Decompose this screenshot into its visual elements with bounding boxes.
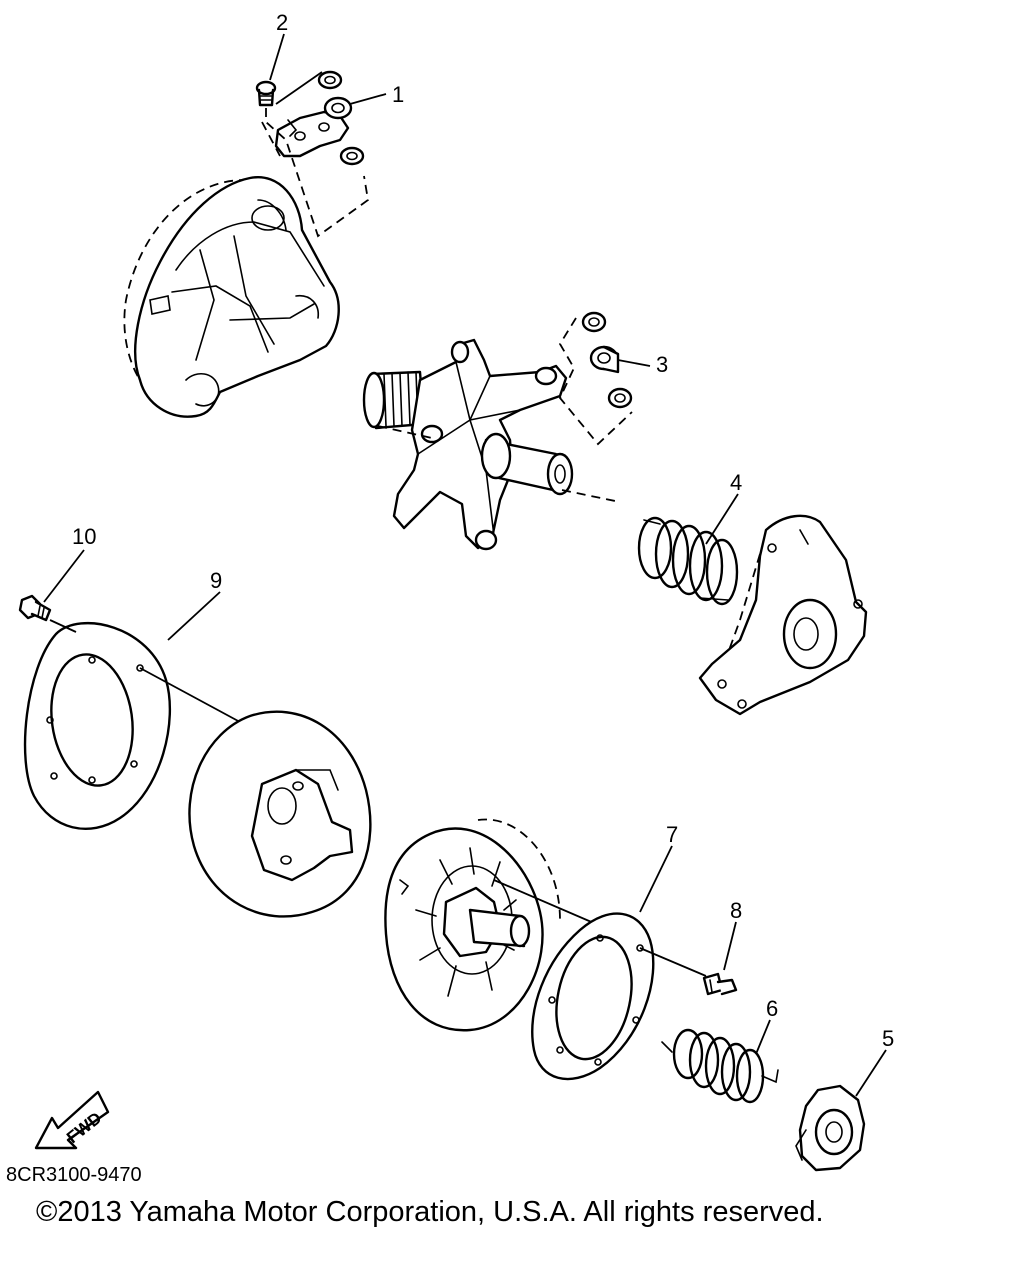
callout-3: 3 bbox=[656, 352, 668, 377]
callout-7: 7 bbox=[666, 822, 678, 847]
spring-part-6 bbox=[661, 1028, 779, 1104]
weight-arm-assembly bbox=[255, 70, 369, 238]
callout-4: 4 bbox=[730, 470, 742, 495]
callout-10: 10 bbox=[72, 524, 96, 549]
sheave-cover bbox=[698, 514, 868, 716]
primary-sheave-housing bbox=[123, 175, 340, 418]
cam-part-5 bbox=[795, 1084, 866, 1172]
callout-2: 2 bbox=[276, 10, 288, 35]
callout-5: 5 bbox=[882, 1026, 894, 1051]
callout-1: 1 bbox=[392, 82, 404, 107]
bolt-part-2 bbox=[255, 80, 277, 107]
callout-6: 6 bbox=[766, 996, 778, 1021]
bushing-set-1 bbox=[317, 70, 365, 166]
face-plate-part-9 bbox=[23, 619, 241, 831]
diagram-code: 8CR3100-9470 bbox=[6, 1164, 142, 1186]
secondary-sheave bbox=[384, 818, 611, 1032]
bolt-part-8 bbox=[702, 972, 738, 996]
callout-labels: 1 2 3 4 5 6 7 8 9 10 bbox=[72, 10, 894, 1051]
weight-arm-part-1 bbox=[274, 110, 350, 158]
callout-9: 9 bbox=[210, 568, 222, 593]
sliding-sheave bbox=[188, 710, 372, 918]
roller-set-part-3 bbox=[558, 311, 633, 446]
face-plate-part-7 bbox=[531, 912, 707, 1081]
bolt-part-10 bbox=[18, 594, 52, 622]
callout-8: 8 bbox=[730, 898, 742, 923]
forward-direction-arrow: FWD bbox=[34, 1090, 110, 1150]
arrow-left-icon bbox=[34, 1090, 110, 1150]
spring-part-4 bbox=[637, 516, 739, 606]
copyright-notice: ©2013 Yamaha Motor Corporation, U.S.A. A… bbox=[36, 1196, 824, 1228]
spider-hub bbox=[362, 338, 621, 551]
callout-leaders bbox=[43, 33, 887, 1097]
